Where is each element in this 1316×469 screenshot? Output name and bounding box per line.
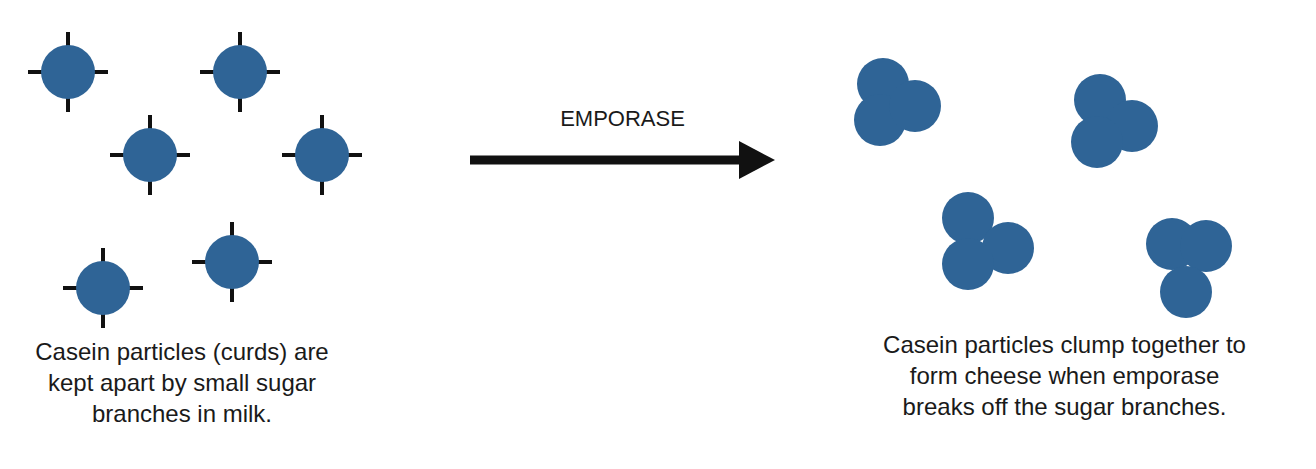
casein-clump xyxy=(1071,74,1158,168)
casein-ball xyxy=(942,238,994,290)
arrow-head xyxy=(739,141,775,179)
casein-particle xyxy=(28,32,108,112)
casein-ball xyxy=(1160,266,1212,318)
casein-ball xyxy=(41,45,95,99)
casein-ball xyxy=(295,128,349,182)
casein-ball xyxy=(1180,220,1232,272)
casein-ball xyxy=(205,235,259,289)
casein-clump xyxy=(942,192,1034,290)
caption-text: Casein particles clump together to form … xyxy=(872,329,1257,422)
process-arrow xyxy=(470,141,775,179)
casein-particle xyxy=(282,115,362,195)
casein-ball xyxy=(123,128,177,182)
particle-group: Casein particles (curds) are kept apart … xyxy=(0,0,470,469)
casein-ball xyxy=(889,80,941,132)
casein-particle xyxy=(200,32,280,112)
casein-particle xyxy=(63,248,143,328)
casein-ball xyxy=(1071,116,1123,168)
enzyme-label: EMPORASE xyxy=(556,106,689,132)
particle-group: Casein particles clump together to form … xyxy=(775,0,1316,469)
casein-particles xyxy=(0,0,470,469)
arrow-shaft xyxy=(470,156,741,165)
casein-particle xyxy=(110,115,190,195)
casein-clump xyxy=(1146,218,1232,318)
casein-particle xyxy=(192,222,272,302)
caption-text: Casein particles (curds) are kept apart … xyxy=(17,336,347,429)
casein-ball xyxy=(76,261,130,315)
casein-clump xyxy=(854,58,941,146)
casein-ball xyxy=(213,45,267,99)
